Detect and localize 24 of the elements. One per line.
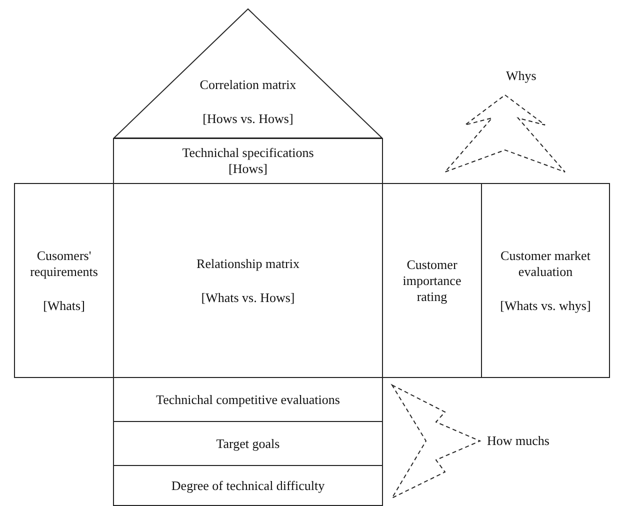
specifications-box [113,138,383,184]
evaluations-box [113,377,383,422]
market-evaluation-box [481,183,610,378]
bracket-note: [Whats vs. whys] [500,298,591,314]
matrix-title: Relationship matrix [196,256,300,272]
goals-box [113,421,383,466]
importance-rating-box [382,183,482,378]
section-title: Customer market evaluation [500,248,592,280]
matrix-title: Correlation matrix [200,77,296,93]
section-title: Degree of technical difficulty [171,478,325,494]
bracket-note: [Hows] [228,161,268,177]
difficulty-box [113,465,383,506]
direction-label: Whys [506,68,536,84]
bracket-note: [Whats vs. Hows] [201,290,295,306]
section-title: Technichal specifications [182,145,314,161]
direction-label: How muchs [487,433,550,449]
requirements-box [14,183,114,378]
bracket-note: [Hows vs. Hows] [202,111,294,127]
bracket-note: [Whats] [43,298,85,314]
section-title: Target goals [216,436,280,452]
section-title: Cusomers' requirements [29,248,99,280]
section-title: Technichal competitive evaluations [156,392,340,408]
section-title: Customer importance rating [402,256,462,304]
roof-triangle [113,8,383,139]
